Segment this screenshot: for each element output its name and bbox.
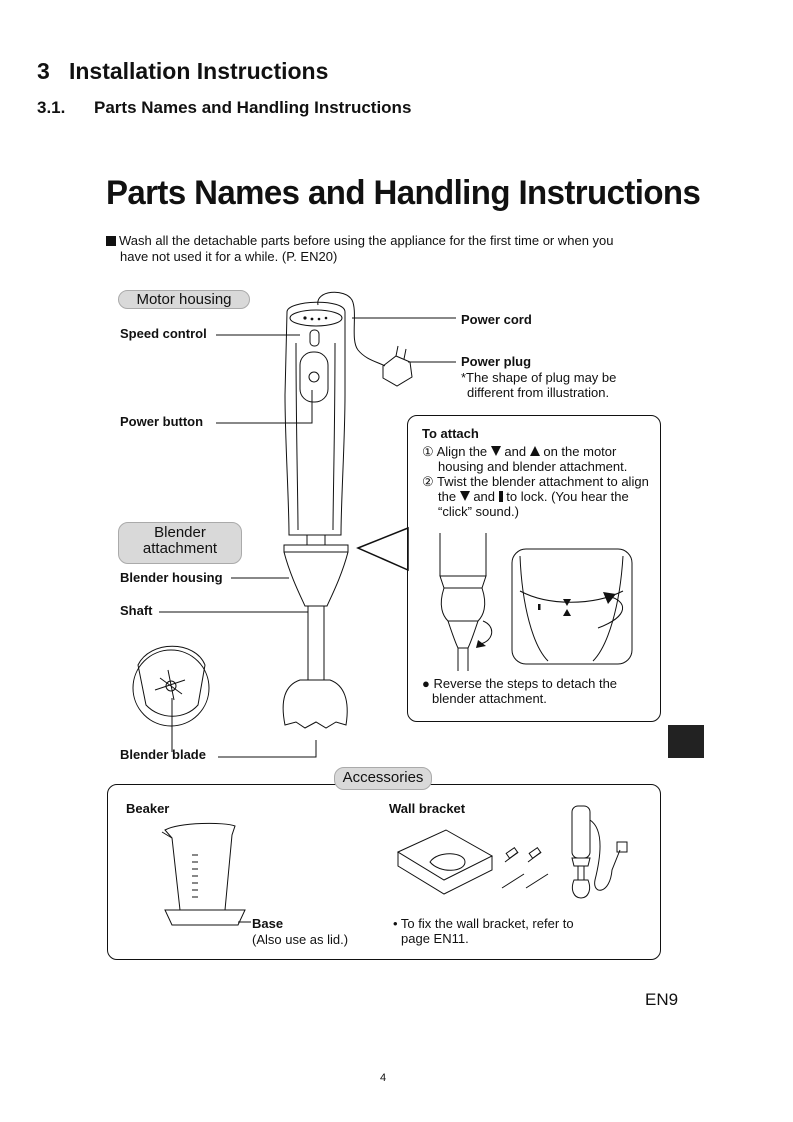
plug-note: *The shape of plug may be different from…: [461, 370, 616, 400]
down-triangle-icon: [459, 491, 470, 501]
blender-housing-label: Blender housing: [120, 570, 223, 585]
reverse-note: ● Reverse the steps to detach the blende…: [422, 676, 617, 706]
page-number: 4: [380, 1072, 387, 1084]
blender-attachment-badge: Blender attachment: [118, 522, 242, 564]
callout-pointer: [356, 526, 409, 572]
intro-line-1: Wash all the detachable parts before usi…: [119, 233, 614, 248]
step-1-number: ①: [422, 444, 434, 459]
step-1-text-b: and: [504, 444, 527, 459]
step-1-text-d: housing and blender attachment.: [438, 459, 628, 474]
blender-attachment-shape: [282, 534, 349, 729]
mounted-blender-icon: [571, 805, 628, 899]
motor-housing-badge: Motor housing: [118, 290, 250, 309]
beaker-icon: [161, 822, 251, 926]
step-2-text-e: (You hear the “click” sound.): [438, 489, 629, 519]
chapter-tab-marker: [668, 725, 704, 758]
section-title: Installation Instructions: [68, 58, 329, 84]
manual-page-label: EN9: [645, 990, 679, 1009]
intro-note: Wash all the detachable parts before usi…: [106, 233, 666, 265]
base-note: (Also use as lid.): [252, 932, 349, 947]
motor-housing-shape: [284, 301, 346, 536]
blade-detail-icon: [132, 645, 210, 727]
blender-blade-label: Blender blade: [120, 747, 206, 762]
plug-note-line-1: *The shape of plug may be: [461, 370, 617, 385]
blender-attachment-badge-line-1: Blender: [154, 524, 206, 541]
step-2-number: ②: [422, 474, 434, 489]
power-button-label: Power button: [120, 414, 204, 429]
accessories-badge: Accessories: [334, 767, 432, 790]
down-triangle-icon: [490, 446, 501, 456]
step-2-text-d: to lock.: [506, 489, 548, 504]
shaft-label: Shaft: [120, 603, 153, 618]
power-plug-icon: [382, 345, 413, 387]
up-triangle-icon: [529, 446, 540, 456]
to-attach-panel: To attach ① Align the and on the motor h…: [407, 415, 661, 722]
attach-detail-illustration: [439, 533, 633, 671]
step-2-text-c: and: [473, 489, 496, 504]
dot-bullet-icon: ●: [422, 676, 430, 691]
bullet-square-icon: [106, 236, 116, 246]
bracket-note-line-2: page EN11.: [401, 931, 469, 946]
step-2-text-b: align the: [438, 474, 649, 504]
intro-line-2: have not used it for a while. (P. EN20): [120, 249, 338, 264]
blender-attachment-badge-line-2: attachment: [142, 540, 218, 557]
attach-step-2: ② Twist the blender attachment to align …: [422, 474, 654, 519]
section-heading: 3 Installation Instructions: [37, 58, 328, 85]
blender-blade-leader: [218, 740, 317, 758]
lock-bar-icon: [498, 491, 503, 502]
power-button-leader: [216, 390, 313, 424]
attach-step-1: ① Align the and on the motor housing and…: [422, 444, 654, 474]
base-label: Base: [252, 916, 284, 931]
power-plug-label: Power plug: [461, 354, 532, 369]
speed-control-label: Speed control: [120, 326, 207, 341]
plug-note-line-2: different from illustration.: [467, 385, 610, 400]
bracket-note-line-1: • To fix the wall bracket, refer to: [393, 916, 574, 931]
screws-icon: [501, 846, 549, 889]
subsection-title: Parts Names and Handling Instructions: [94, 98, 412, 117]
subsection-heading: 3.1. Parts Names and Handling Instruction…: [37, 98, 411, 118]
power-cord-label: Power cord: [461, 312, 532, 327]
section-number: 3: [37, 58, 50, 84]
step-1-text-a: Align the: [436, 444, 488, 459]
step-2-text-a: Twist the blender attachment to: [437, 474, 618, 489]
bracket-note: • To fix the wall bracket, refer to page…: [393, 916, 574, 946]
subsection-number: 3.1.: [37, 98, 66, 117]
power-cord-line: [317, 291, 386, 367]
step-1-text-c: on the motor: [543, 444, 617, 459]
page-title: Parts Names and Handling Instructions: [106, 174, 701, 212]
wall-bracket-label: Wall bracket: [389, 801, 466, 816]
wall-bracket-icon: [396, 829, 494, 895]
reverse-line-2: blender attachment.: [432, 691, 547, 706]
to-attach-title: To attach: [422, 426, 479, 441]
reverse-line-1: Reverse the steps to detach the: [433, 676, 618, 691]
beaker-label: Beaker: [126, 801, 170, 816]
